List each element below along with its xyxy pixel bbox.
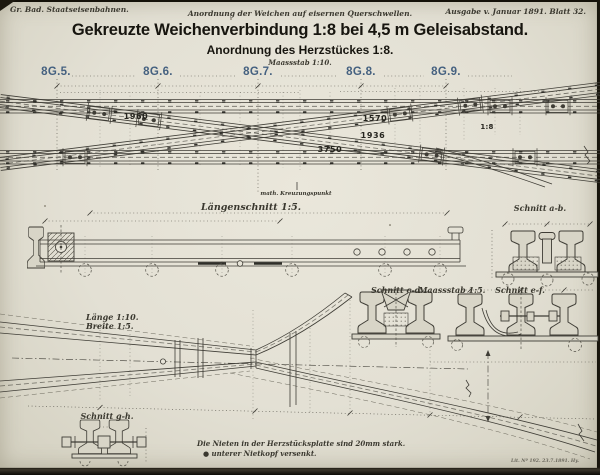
drawing-subtitle: Anordnung des Herzstückes 1:8. <box>206 43 394 57</box>
header-railway-name: Gr. Bad. Staatseisenbahnen. <box>10 5 129 14</box>
gauge-label-8g7: 8G.7. <box>243 66 273 78</box>
drawing-title: Gekreuzte Weichenverbindung 1:8 bei 4,5 … <box>71 21 529 39</box>
note-countersunk: unterer Nietkopf versenkt. <box>211 449 317 458</box>
section-gh-label: Schnitt g-h. <box>80 411 134 421</box>
section-ab-label: Schnitt a-b. <box>513 203 567 213</box>
paper-stain <box>44 205 46 207</box>
bullet-icon: ● <box>203 449 210 458</box>
plan-length-label: Länge 1:10. <box>86 312 139 322</box>
scan-edge-shadow-right <box>596 0 600 475</box>
paper-stain <box>389 224 391 226</box>
note-countersunk-row: ● unterer Nietkopf versenkt. <box>203 449 317 458</box>
dim-label-3750: 3750 <box>317 145 343 154</box>
gauge-label-8g5: 8G.5. <box>41 66 71 78</box>
gauge-label-8g8: 8G.8. <box>346 66 376 78</box>
scan-shadow-bottom <box>0 467 600 475</box>
plan-width-label: Breite 1:5. <box>86 321 134 331</box>
section-ab-drawing <box>491 221 599 287</box>
frog-plan-drawing <box>0 292 598 460</box>
gauge-label-8g9: 8G.9. <box>431 66 461 78</box>
dim-label-1960: 1960 <box>123 112 149 121</box>
scale-note: Maassstab 1:10. <box>268 58 332 67</box>
scan-corner-shadow <box>0 0 16 11</box>
long-section-drawing <box>26 210 466 277</box>
section-cd-drawing <box>351 288 441 348</box>
paper-stain <box>230 18 232 20</box>
drawing-sheet-paper <box>0 2 597 468</box>
long-section-label: Längenschnitt 1:5. <box>200 202 302 213</box>
main-plan-drawing <box>0 75 600 192</box>
section-gh-drawing <box>61 419 147 467</box>
section-cd-label: Schnitt c-d. <box>370 285 424 295</box>
angle-label: 1:8 <box>480 123 494 131</box>
printer-imprint: Lit. Nº 192. 23.7.1891. Hy. <box>510 459 580 464</box>
scale-1-5-label: Maassstab 1:5. <box>418 285 486 295</box>
section-ef-label: Schnitt e-f. <box>495 285 545 295</box>
dim-label-1936: 1936 <box>360 131 386 140</box>
crossing-point-label: math. Kreuzungspunkt <box>260 191 332 197</box>
dim-label-1570: 1570 <box>362 114 388 123</box>
gauge-label-8g6: 8G.6. <box>143 66 173 78</box>
section-ef-drawing <box>430 287 599 422</box>
header-edition: Ausgabe v. Januar 1891. Blatt 32. <box>445 7 586 16</box>
note-rivets: Die Nieten in der Herzstücksplatte sind … <box>197 439 406 448</box>
header-series-title: Anordnung der Weichen auf eisernen Quers… <box>187 9 413 18</box>
